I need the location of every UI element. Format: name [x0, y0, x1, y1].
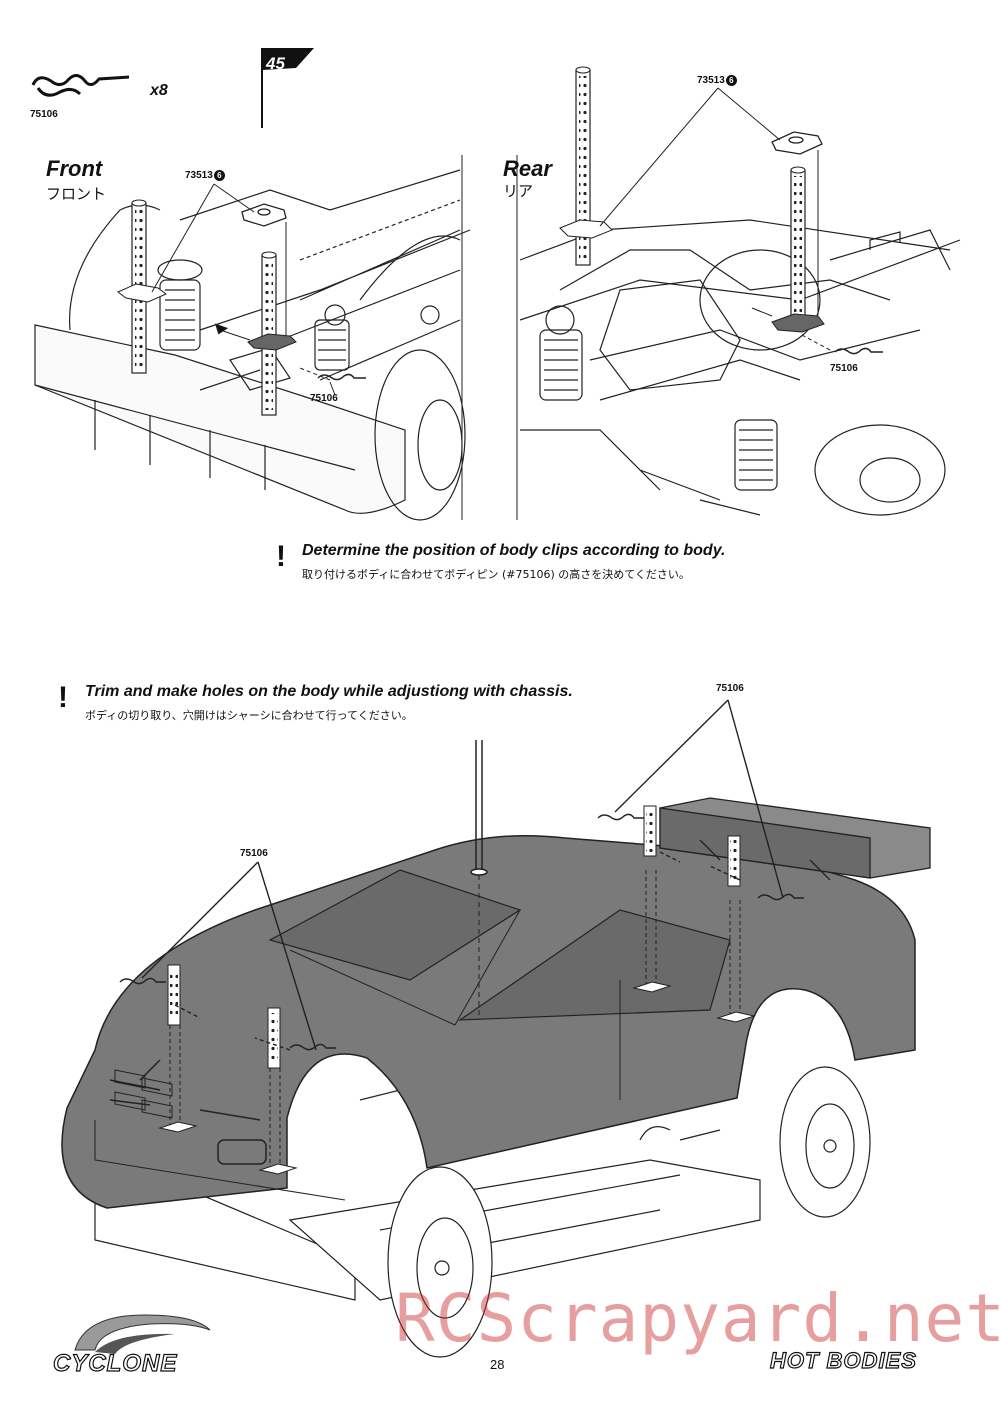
caution-icon: !	[58, 681, 68, 714]
rear-clip-label: 75106	[830, 363, 858, 374]
body-post-rear-right	[716, 835, 756, 1023]
hotbodies-logo: HOT BODIES	[769, 1347, 917, 1373]
rear-post-mount-left	[559, 219, 613, 239]
rear-clip-drawing	[834, 347, 883, 355]
front-mount-part	[241, 203, 287, 227]
page-number: 28	[490, 1357, 505, 1372]
watermark: RCScrapyard.net	[395, 1280, 1000, 1357]
body-clip-icon	[31, 74, 130, 97]
caution-icon: !	[276, 540, 286, 573]
rear-body-post-left	[575, 66, 591, 266]
mount-part-number: 73513	[185, 170, 213, 181]
front-post-mount-right	[247, 333, 297, 351]
note2-en: Trim and make holes on the body while ad…	[85, 683, 573, 700]
front-clip-drawing	[317, 373, 366, 381]
rear-post-mount-right	[771, 313, 825, 333]
front-body-post-right	[261, 251, 277, 416]
body-front-clip-label: 75106	[240, 848, 268, 859]
cyclone-logo-text: CYCLONE	[52, 1349, 178, 1377]
front-clip-label: 75106	[310, 393, 338, 404]
rear-body-post-right	[790, 166, 806, 326]
antenna	[470, 740, 488, 1020]
rear-mount-part	[771, 131, 823, 155]
mount-part-number: 73513	[697, 75, 725, 86]
front-title-jp: フロント	[46, 185, 107, 203]
clip-part-number: 75106	[30, 109, 58, 120]
clip-quantity: x8	[150, 82, 168, 99]
step-number: 45	[266, 54, 285, 73]
rear-title-jp: リア	[503, 182, 534, 200]
mount-sub-badge: 6	[725, 75, 737, 86]
cyclone-swoosh-icon	[74, 1314, 211, 1354]
front-post-mount-left	[117, 283, 167, 303]
front-chassis-drawing	[34, 169, 471, 521]
note1-en: Determine the position of body clips acc…	[302, 542, 726, 559]
body-post-rear-left	[632, 805, 672, 993]
note1-jp: 取り付けるボディに合わせてボディピン (#75106) の高さを決めてください。	[302, 568, 690, 581]
body-rear-clip-label: 75106	[716, 683, 744, 694]
mount-sub-badge: 6	[213, 170, 225, 181]
car-chassis-lower	[94, 1064, 871, 1358]
rear-wing	[659, 797, 931, 881]
body-clips-drawing	[119, 699, 804, 1051]
rear-title: Rear	[503, 156, 552, 181]
rear-chassis-drawing	[519, 219, 961, 516]
body-post-front-right	[258, 1007, 298, 1175]
cyclone-logo: CYCLONE	[45, 1310, 220, 1380]
note2-jp: ボディの切り取り、穴開けはシャーシに合わせて行ってください。	[85, 709, 413, 722]
step-flag	[261, 48, 314, 128]
car-body-shell	[61, 835, 916, 1209]
body-post-front-left	[158, 964, 198, 1133]
front-title: Front	[46, 156, 103, 181]
